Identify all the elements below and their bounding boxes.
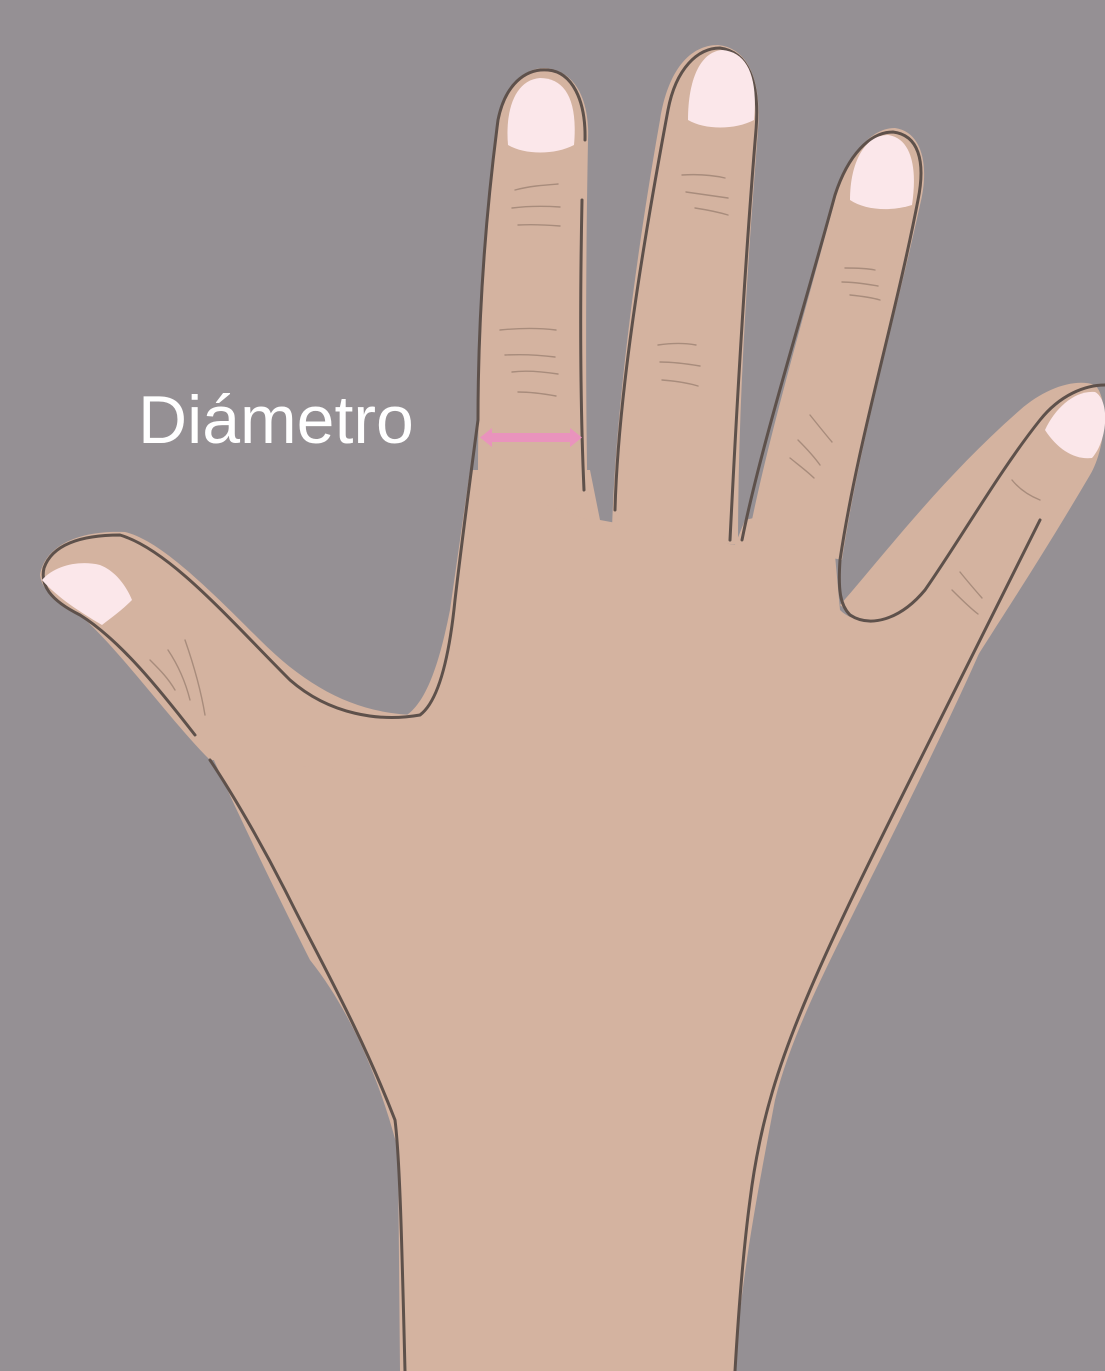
ring-nail (850, 135, 914, 209)
diameter-label: Diámetro (138, 386, 414, 454)
